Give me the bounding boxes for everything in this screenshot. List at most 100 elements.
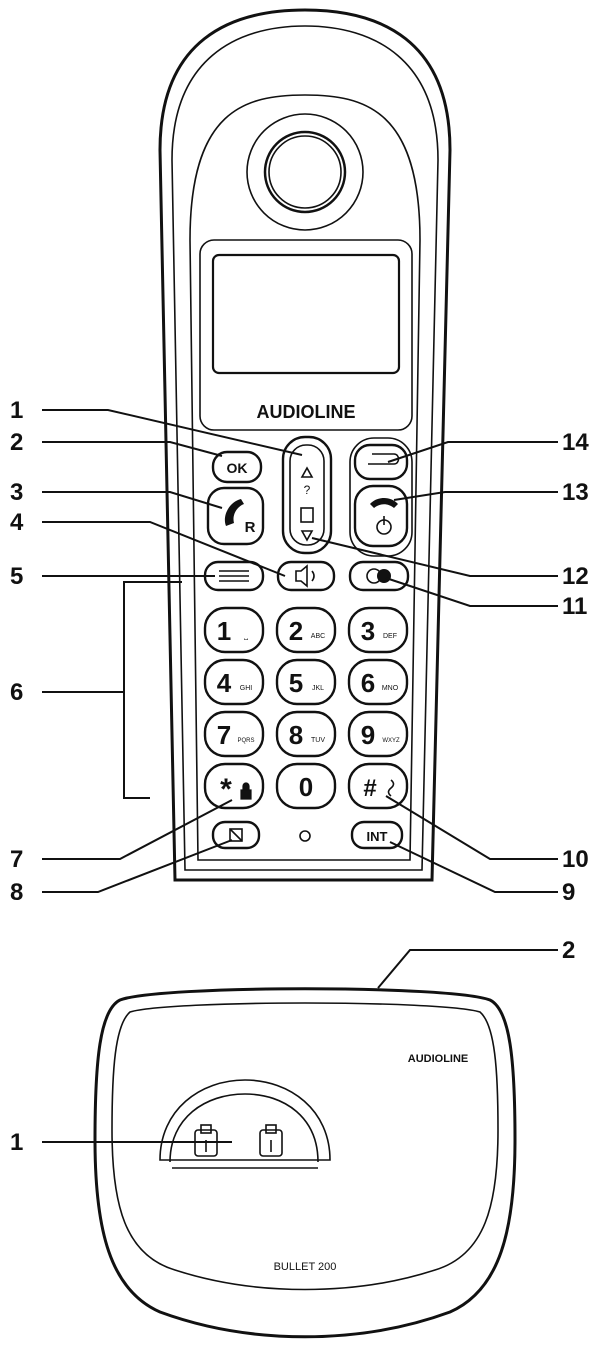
leader-2 bbox=[42, 441, 223, 457]
leader-3 bbox=[42, 491, 223, 509]
leader-7 bbox=[42, 799, 233, 860]
callout-12: 12 bbox=[562, 563, 589, 590]
base-callout-2: 2 bbox=[562, 937, 575, 964]
r-key-label: R bbox=[245, 519, 256, 536]
leader-10 bbox=[385, 795, 558, 860]
key-5-digit: 5 bbox=[289, 668, 303, 698]
navigation-key[interactable]: ? bbox=[281, 435, 333, 555]
key-4-sub: GHI bbox=[240, 685, 253, 692]
display: AUDIOLINE bbox=[199, 239, 413, 431]
key-hash[interactable]: # bbox=[347, 762, 409, 810]
microphone-icon bbox=[299, 830, 311, 842]
keypad-bracket bbox=[123, 581, 182, 799]
base-leader-2 bbox=[377, 949, 558, 989]
key-6-digit: 6 bbox=[361, 668, 375, 698]
key-star[interactable]: * bbox=[203, 762, 265, 810]
callout-9: 9 bbox=[562, 879, 575, 906]
phone-talk-icon bbox=[224, 499, 244, 526]
leader-9 bbox=[389, 841, 558, 893]
handset-brand: AUDIOLINE bbox=[257, 402, 356, 422]
handset-callouts: 1 2 3 4 5 6 7 8 14 13 12 11 10 9 bbox=[10, 397, 589, 906]
key-3-sub: DEF bbox=[383, 633, 397, 640]
leader-4 bbox=[42, 521, 286, 577]
talk-key[interactable]: R bbox=[206, 486, 265, 546]
int-key-label: INT bbox=[367, 829, 388, 844]
leader-13 bbox=[393, 491, 558, 501]
microphone bbox=[299, 830, 311, 842]
key-9-sub: WXYZ bbox=[382, 738, 400, 744]
base-top-surface bbox=[111, 1002, 499, 1291]
callout-2: 2 bbox=[10, 429, 23, 456]
leader-14 bbox=[387, 441, 558, 463]
back-key[interactable] bbox=[353, 443, 409, 481]
ok-key[interactable]: OK bbox=[211, 450, 263, 484]
callout-7: 7 bbox=[10, 846, 23, 873]
cradle-outer bbox=[159, 1079, 331, 1161]
key-1[interactable]: 1⎵ bbox=[203, 606, 265, 654]
callout-4: 4 bbox=[10, 509, 24, 536]
key-4-digit: 4 bbox=[217, 668, 232, 698]
int-key[interactable]: INT bbox=[350, 820, 404, 850]
cradle-inner bbox=[169, 1093, 319, 1163]
callout-14: 14 bbox=[562, 429, 589, 456]
callout-3: 3 bbox=[10, 479, 23, 506]
key-2-digit: 2 bbox=[289, 616, 303, 646]
phone-end-icon bbox=[370, 498, 398, 508]
callout-10: 10 bbox=[562, 846, 589, 873]
key-7-sub: PQRS bbox=[237, 738, 254, 744]
key-0[interactable]: 0 bbox=[275, 762, 337, 810]
callout-11: 11 bbox=[562, 593, 587, 620]
leader-8 bbox=[42, 839, 233, 893]
lock-icon bbox=[240, 782, 252, 800]
nav-down-arrow-icon bbox=[300, 530, 314, 542]
leader-11 bbox=[385, 577, 558, 607]
mute-key[interactable] bbox=[348, 560, 410, 592]
callout-5: 5 bbox=[10, 563, 23, 590]
callout-13: 13 bbox=[562, 479, 589, 506]
key-9-digit: 9 bbox=[361, 720, 375, 750]
callout-6: 6 bbox=[10, 679, 23, 706]
key-star-symbol: * bbox=[220, 773, 232, 806]
base-callout-1: 1 bbox=[10, 1129, 23, 1156]
speaker-icon bbox=[295, 564, 308, 588]
nav-up-arrow-icon bbox=[300, 466, 314, 478]
ringer-icon bbox=[387, 779, 395, 797]
base-model-label: BULLET 200 bbox=[274, 1261, 337, 1273]
key-3-digit: 3 bbox=[361, 616, 375, 646]
key-7-digit: 7 bbox=[217, 720, 231, 750]
base-station: AUDIOLINE BULLET 200 bbox=[93, 987, 517, 1339]
callout-1: 1 bbox=[10, 397, 23, 424]
key-5-sub: JKL bbox=[312, 685, 324, 692]
key-1-digit: 1 bbox=[217, 616, 231, 646]
intercom-book-key[interactable] bbox=[211, 820, 261, 850]
base-callouts: 2 1 bbox=[10, 937, 575, 1156]
handset: AUDIOLINE ? OK R bbox=[158, 8, 452, 882]
end-key[interactable] bbox=[353, 484, 409, 548]
key-6-sub: MNO bbox=[382, 685, 399, 692]
key-1-sub: ⎵ bbox=[244, 630, 248, 640]
handset-front-face bbox=[189, 94, 421, 861]
base-brand: AUDIOLINE bbox=[408, 1053, 469, 1065]
leader-1 bbox=[42, 409, 303, 456]
ok-key-label: OK bbox=[227, 460, 248, 476]
phonebook-glyph: ? bbox=[304, 483, 311, 497]
key-0-digit: 0 bbox=[299, 772, 313, 802]
base-outer-shell bbox=[93, 987, 517, 1339]
handset-inner-shell bbox=[171, 25, 439, 871]
leader-12 bbox=[311, 537, 558, 577]
calls-list-icon bbox=[300, 507, 314, 523]
directory-icon bbox=[229, 828, 243, 842]
earpiece-icon bbox=[246, 113, 364, 231]
callout-8: 8 bbox=[10, 879, 23, 906]
speaker-key[interactable] bbox=[276, 560, 336, 592]
